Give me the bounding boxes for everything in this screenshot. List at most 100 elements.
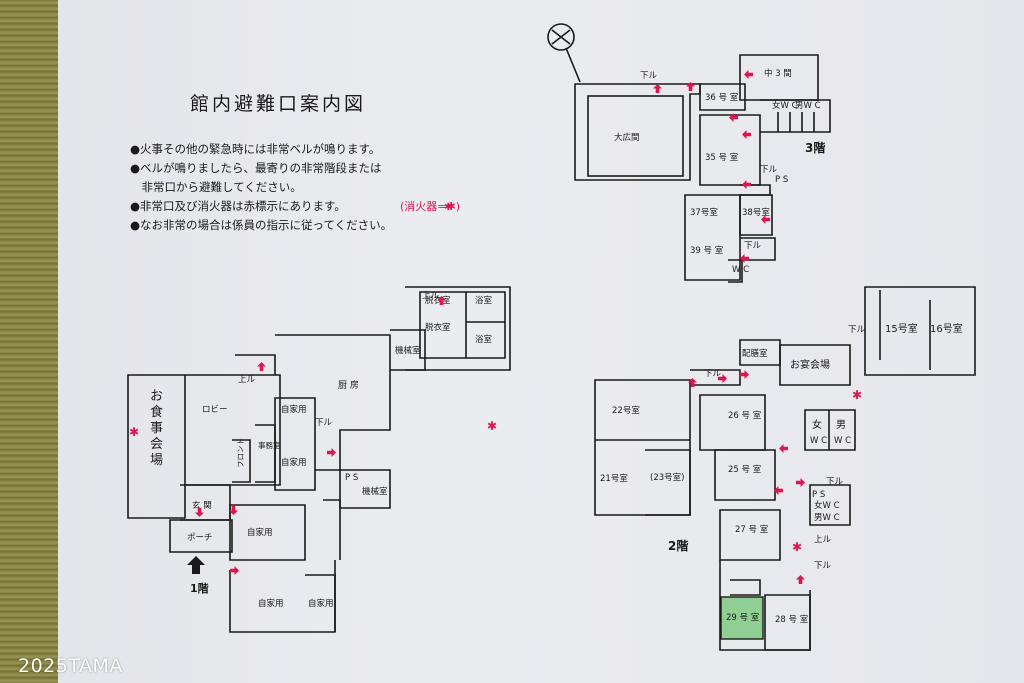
room-label: 39 号 室 [690,245,724,256]
room-label: 16号室 [930,322,963,335]
floor-1-label: 1階 [190,581,209,595]
room-label: 男 [836,419,846,431]
extinguisher-icon: ✱ [129,425,139,439]
room-label: お [150,389,163,404]
room-label: P S [812,490,825,500]
room-outline [587,95,684,177]
exit-arrow-icon [796,478,805,487]
floor-3-label: 3階 [805,140,825,155]
floor-3-labels: 大広間 36 号 室 35 号 室 37号室 38号室 39 号 室 中 3 間… [614,68,821,275]
exit-arrow-icon [742,130,751,139]
room-label: ロビー [202,405,228,415]
room-label: 大広間 [614,132,640,143]
extinguisher-icon: ✱ [487,419,497,433]
tatami-mat-background [0,0,58,683]
room-label: P S [345,473,358,483]
room-label: 27 号 室 [735,524,769,535]
room-label: 自家用 [281,457,307,468]
note-line: ●ベルが鳴りましたら、最寄りの非常階段または [130,161,382,175]
stair-label: 上ル [422,291,440,301]
room-label: 厨 房 [338,379,359,391]
exit-arrow-icon [796,575,805,584]
room-label: 場 [150,453,163,468]
room-label: 29 号 室 [726,612,760,623]
floor-2-plan [594,286,976,651]
room-label: 25 号 室 [728,464,762,475]
room-label: 浴室 [475,295,493,306]
extinguisher-legend: (消火器=✱) [400,199,460,213]
floor-2-label: 2階 [668,538,688,553]
room-label: 男W C [795,101,821,111]
stair-label: 下ル [315,418,333,428]
room-label: 食 [150,404,163,420]
stair-label: 下ル [760,165,778,175]
room-label: 女W C [814,500,840,511]
exit-arrow-icon [257,362,266,371]
stair-label: 下ル [744,241,762,251]
stair-label: 下ル [814,561,832,571]
room-label: 36 号 室 [705,92,739,103]
room-label: 21号室 [600,473,628,484]
room-label: 38号室 [742,207,770,218]
room-label: 22号室 [612,405,640,416]
room-label: 自家用 [258,598,284,609]
room-label: 玄 関 [192,500,212,511]
exit-arrow-icon [742,180,751,189]
extinguisher-icon: ✱ [852,388,862,402]
stair-label: 下ル [826,477,844,487]
map-title: 館内避難口案内図 [190,93,366,115]
extinguisher-icon: ✱ [792,540,802,554]
note-line: 非常口から避難してください。 [130,180,302,194]
main-entrance-arrow-icon [187,556,205,574]
exit-arrow-icon [653,84,662,93]
room-label: 37号室 [690,207,718,218]
note-line: ●なお非常の場合は係員の指示に従ってください。 [130,218,392,232]
room-label: 28 号 室 [775,614,809,625]
floor-1-plan [127,286,511,633]
room-label: 26 号 室 [728,410,762,421]
evacuation-poster [58,0,1024,683]
exit-arrow-icon [744,70,753,79]
room-outline [574,83,701,181]
room-label: 配膳室 [742,348,768,359]
room-label: フロント [236,438,245,468]
note-line: ●火事その他の緊急時には非常ベルが鳴ります。 [130,142,380,156]
room-label: 浴室 [475,334,493,345]
stair-label: 下ル [704,369,722,379]
room-label: W C [732,265,749,275]
room-label: ポーチ [187,533,213,543]
note-line: ●非常口及び消火器は赤標示にあります。 [130,199,346,213]
room-label: 自家用 [247,527,273,538]
safety-notes: ●火事その他の緊急時には非常ベルが鳴ります。 ●ベルが鳴りましたら、最寄りの非常… [130,142,392,232]
extinguisher-markers: ✱ ✱ ✱ ✱ ✱ [129,202,862,554]
room-label: 女 [812,418,822,431]
room-label: お宴会場 [790,358,830,371]
room-label: 自家用 [308,598,334,609]
extinguisher-icon: ✱ [444,202,452,213]
stair-label: 下ル [640,71,658,81]
exit-arrow-icon [327,448,336,457]
room-label: 機械室 [362,486,388,497]
exit-arrow-icon [740,370,749,379]
room-label: W C [834,436,851,446]
room-label: W C [810,436,827,446]
room-label: 事務室 [258,440,281,450]
stair-label: 上ル [814,535,832,545]
room-label: 35 号 室 [705,152,739,163]
room-label: 15号室 [885,322,918,335]
room-label: 男W C [814,513,840,523]
exit-arrow-icon [779,444,788,453]
stair-label: 上ル [238,375,256,385]
room-label: 脱衣室 [425,322,451,333]
room-label: (23号室) [650,472,684,483]
stair-label: 下ル [848,325,866,335]
dining-hall-label: お 食 事 会 場 [150,389,163,468]
floor-1-labels: ロビー フロント 事務室 厨 房 自家用 自家用 自家用 自家用 自家用 機械室… [187,291,493,609]
room-label: 自家用 [281,404,307,415]
floor-3-plan [547,23,831,283]
room-label: 中 3 間 [764,68,792,79]
floor-2-labels: 22号室 21号室 (23号室) 26 号 室 25 号 室 27 号 室 28… [600,322,963,625]
room-29-highlight [720,596,764,640]
exit-arrow-icon [230,566,239,575]
